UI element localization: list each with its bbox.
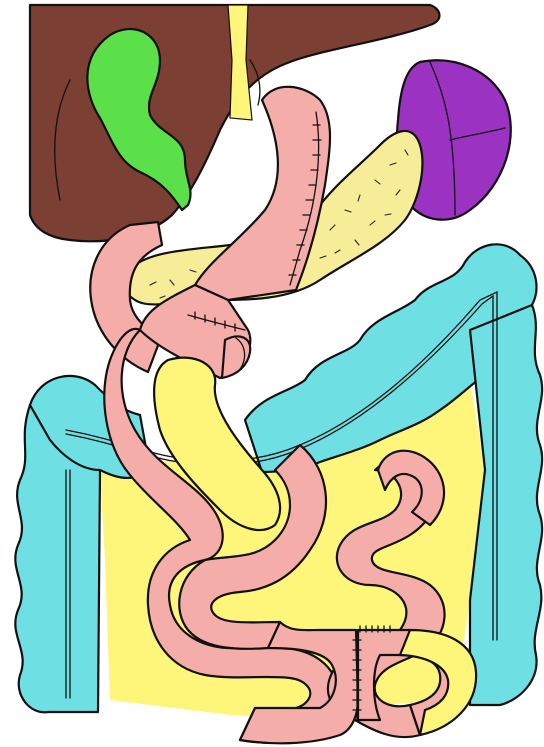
jejunal-stump [222,336,250,378]
descending-colon [470,305,542,705]
